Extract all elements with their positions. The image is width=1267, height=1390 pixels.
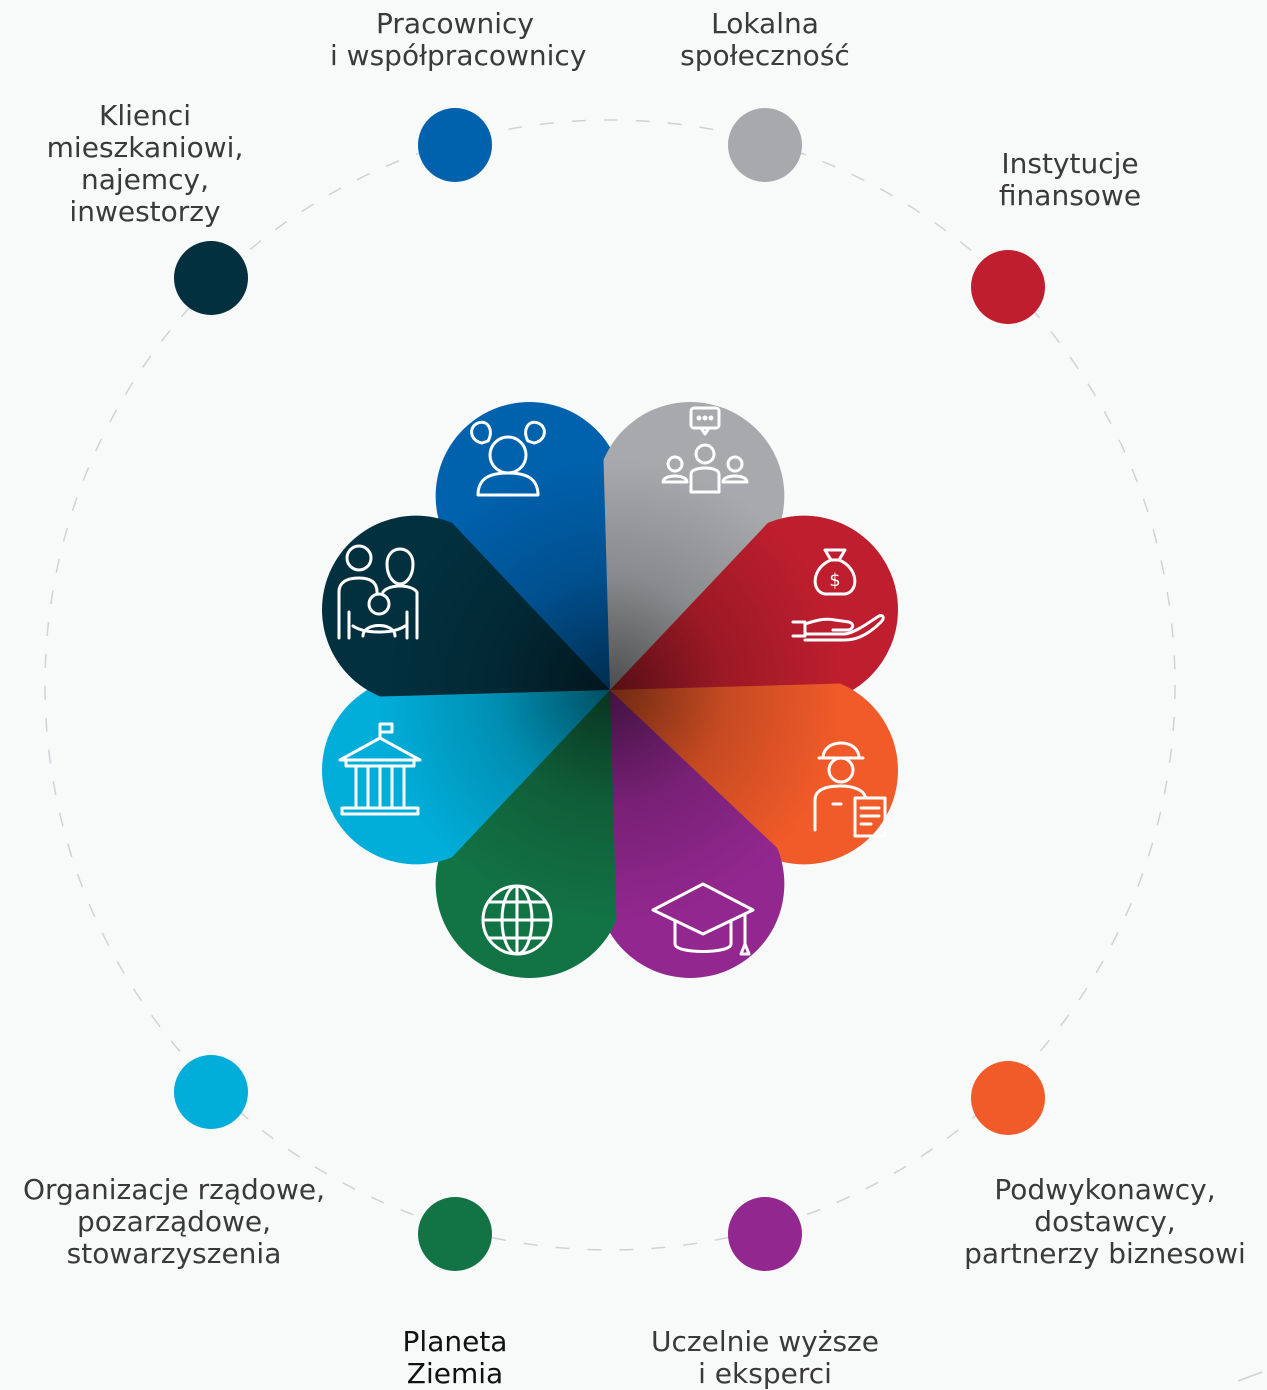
worker-document-icon xyxy=(813,741,887,838)
government-building-icon xyxy=(338,722,422,816)
label-universities: Uczelnie wyższe i eksperci xyxy=(630,1326,900,1390)
graduation-cap-icon xyxy=(651,882,755,956)
label-organizations: Organizacje rządowe, pozarządowe, stowar… xyxy=(4,1174,344,1270)
label-line: najemcy, xyxy=(80,163,210,196)
label-line: Klienci xyxy=(98,99,192,132)
label-line: społeczność xyxy=(680,39,850,72)
employees-group-icon xyxy=(470,420,546,497)
globe-icon xyxy=(481,884,553,956)
community-speech-icon xyxy=(661,406,749,494)
svg-text:$: $ xyxy=(829,570,840,591)
label-line: Organizacje rządowe, xyxy=(23,1173,325,1206)
label-clients: Klienci mieszkaniowi, najemcy, inwestorz… xyxy=(30,100,260,228)
label-line: Pracownicy xyxy=(376,7,534,40)
money-bag-hand-icon: $ xyxy=(791,548,885,642)
petal-flower xyxy=(293,373,927,1007)
dot-organizations xyxy=(174,1055,248,1129)
label-line: Instytucje xyxy=(1001,147,1139,180)
label-line: dostawcy, xyxy=(1034,1205,1176,1238)
dashed-ring xyxy=(44,119,1176,1251)
label-line: Podwykonawcy, xyxy=(994,1173,1216,1206)
dot-employees xyxy=(418,108,492,182)
label-line: Ziemia xyxy=(406,1357,504,1390)
label-line: i współpracownicy xyxy=(330,39,587,72)
center-shading xyxy=(293,373,927,1007)
label-line: finansowe xyxy=(998,179,1142,212)
label-community: Lokalna społeczność xyxy=(660,8,870,72)
label-line: Lokalna xyxy=(711,7,819,40)
dot-planet xyxy=(418,1197,492,1271)
family-icon xyxy=(337,544,419,640)
label-line: inwestorzy xyxy=(69,195,221,228)
dot-finance xyxy=(971,250,1045,324)
dot-community xyxy=(728,108,802,182)
label-line: stowarzyszenia xyxy=(66,1237,282,1270)
label-subcontractors: Podwykonawcy, dostawcy, partnerzy biznes… xyxy=(945,1174,1265,1270)
label-line: mieszkaniowi, xyxy=(46,131,244,164)
dot-universities xyxy=(728,1197,802,1271)
label-employees: Pracownicy i współpracownicy xyxy=(330,7,587,72)
label-planet: Planeta Ziemia xyxy=(360,1326,550,1390)
dot-subcontractors xyxy=(971,1061,1045,1135)
label-line: Planeta xyxy=(402,1325,508,1358)
label-line: i eksperci xyxy=(698,1357,832,1390)
corner-dash xyxy=(1237,1371,1263,1382)
dot-clients xyxy=(174,241,248,315)
label-finance: Instytucje finansowe xyxy=(970,148,1170,212)
label-line: Uczelnie wyższe xyxy=(651,1325,879,1358)
label-line: partnerzy biznesowi xyxy=(964,1237,1246,1270)
label-line: pozarządowe, xyxy=(76,1205,272,1238)
